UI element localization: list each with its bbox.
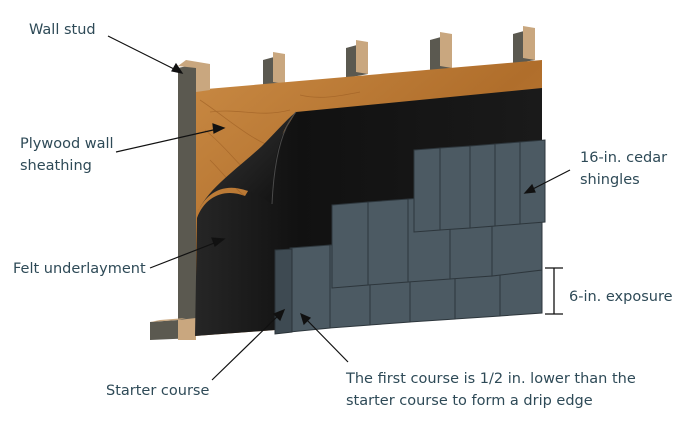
felt-curl xyxy=(197,112,296,214)
bottom-plate xyxy=(150,318,196,340)
leader-felt xyxy=(149,239,223,269)
stud-tops xyxy=(263,26,535,88)
label-first-course-note: The first course is 1/2 in. lower than t… xyxy=(346,371,636,409)
label-starter-course: Starter course xyxy=(106,383,210,399)
wall-stud xyxy=(178,60,210,338)
exposure-bracket xyxy=(545,267,563,315)
leader-plywood xyxy=(115,127,223,153)
third-course xyxy=(413,139,546,233)
leader-lines xyxy=(107,35,571,381)
label-exposure: 6-in. exposure xyxy=(569,289,673,305)
starter-course xyxy=(274,248,293,335)
leader-shingles xyxy=(526,169,571,193)
label-plywood-wall-sheathing: Plywood wall sheathing xyxy=(20,136,114,174)
label-wall-stud: Wall stud xyxy=(29,22,96,38)
leader-first-course xyxy=(302,315,349,363)
label-cedar-shingles: 16-in. cedar shingles xyxy=(580,150,668,188)
leader-wall-stud xyxy=(107,35,181,73)
leader-starter xyxy=(211,311,283,381)
label-felt-underlayment: Felt underlayment xyxy=(13,261,146,277)
